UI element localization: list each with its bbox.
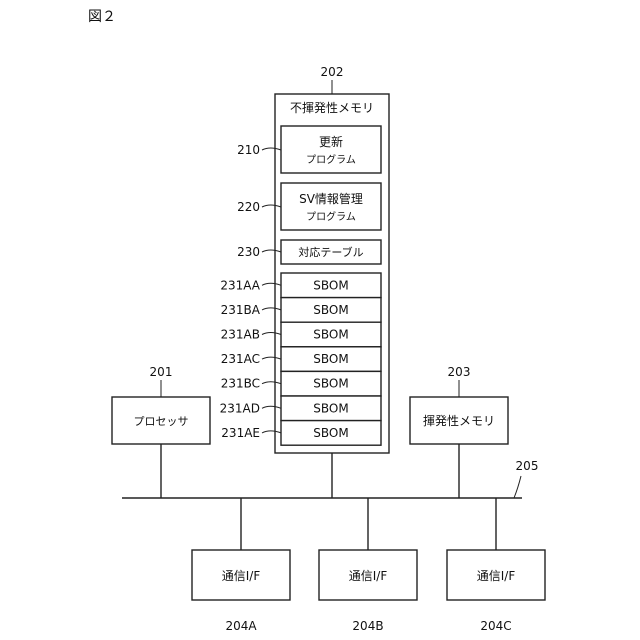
comm-interface-ref: 204C [480, 619, 511, 633]
ref-201: 201 [150, 365, 173, 379]
figure-label: 図２ [88, 9, 116, 25]
ref-203: 203 [448, 365, 471, 379]
comm-interface-ref: 204A [225, 619, 257, 633]
sbom-ref: 231BA [221, 303, 261, 317]
sbom-label: SBOM [313, 352, 348, 366]
update-program-line1: 更新 [319, 134, 343, 149]
sbom-ref: 231AB [221, 328, 260, 342]
sbom-ref: 231AE [221, 426, 260, 440]
sbom-label: SBOM [313, 303, 348, 317]
comm-interface-ref: 204B [352, 619, 383, 633]
ref-202: 202 [321, 65, 344, 79]
nonvolatile-memory-title: 不揮発性メモリ [290, 101, 374, 115]
sv-program-line2: プログラム [306, 210, 356, 223]
comm-interface-list: 通信I/F 204A 通信I/F 204B 通信I/F 204C [192, 498, 545, 633]
sbom-label: SBOM [313, 377, 348, 391]
sbom-label: SBOM [313, 426, 348, 440]
volatile-memory-label: 揮発性メモリ [423, 414, 495, 428]
sbom-label: SBOM [313, 401, 348, 415]
sbom-ref: 231AD [220, 401, 260, 415]
ref-220: 220 [237, 200, 260, 214]
sbom-ref: 231AC [221, 352, 260, 366]
correspondence-table-label: 対応テーブル [298, 245, 363, 259]
sbom-label: SBOM [313, 328, 348, 342]
sbom-list: SBOM 231AA SBOM 231BA SBOM 231AB SBOM 231AC SBOM… [220, 273, 381, 445]
sbom-label: SBOM [313, 278, 348, 292]
sv-program-line1: SV情報管理 [299, 191, 363, 206]
comm-interface-label: 通信I/F [477, 569, 516, 583]
processor-label: プロセッサ [134, 415, 189, 428]
ref-230: 230 [237, 245, 260, 259]
comm-interface-label: 通信I/F [222, 569, 261, 583]
ref-210: 210 [237, 143, 260, 157]
ref-205-leader [514, 476, 521, 498]
ref-205: 205 [516, 459, 539, 473]
sbom-ref: 231BC [221, 377, 260, 391]
comm-interface-label: 通信I/F [349, 569, 388, 583]
update-program-line2: プログラム [306, 153, 356, 166]
sbom-ref: 231AA [220, 278, 260, 292]
